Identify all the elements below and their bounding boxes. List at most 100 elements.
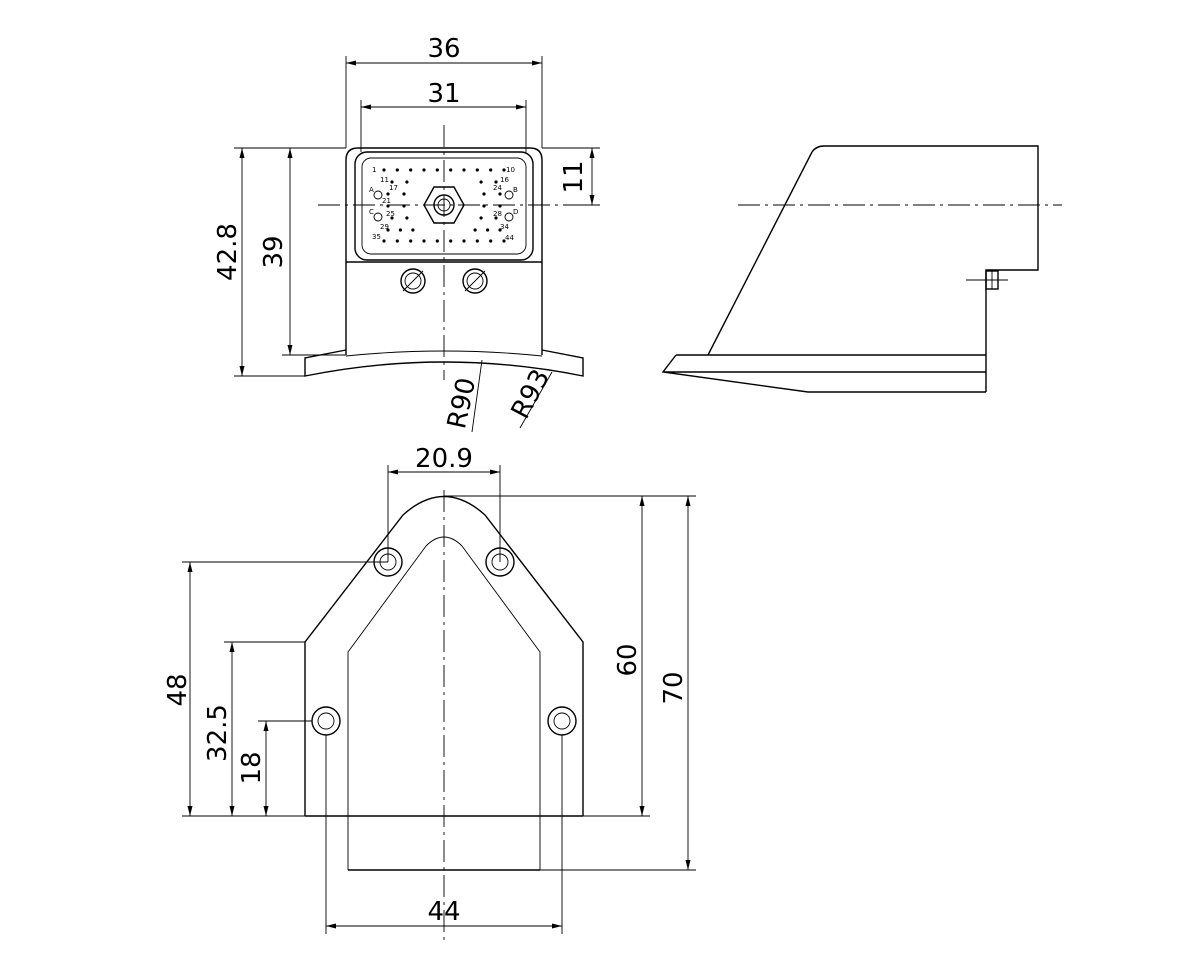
connector-face-inner	[361, 157, 527, 255]
contact-dot	[449, 168, 453, 172]
side-screw-icon	[966, 270, 1008, 290]
contact-dot	[498, 204, 502, 208]
dim-label: 48	[163, 673, 193, 706]
contact-dot	[409, 239, 413, 243]
hex-nut-icon	[423, 186, 465, 224]
contact-dot	[475, 168, 479, 172]
contact-dot	[482, 192, 486, 196]
contact-dot	[449, 239, 453, 243]
contact-dot	[435, 168, 439, 172]
contact-dot	[402, 192, 406, 196]
dim-20-9: 20.9	[387, 444, 501, 562]
contact-dot	[489, 239, 493, 243]
dim-label: R93	[506, 365, 557, 424]
contact-dot	[502, 168, 506, 172]
pin-label: 1	[372, 166, 376, 174]
pin-label: 35	[372, 233, 381, 241]
dim-32-5: 32.5	[203, 641, 305, 816]
mounting-hole-icon	[547, 706, 577, 736]
dim-44: 44	[325, 735, 563, 934]
contact-dot	[462, 168, 466, 172]
pin-label: 34	[500, 223, 509, 231]
contact-dot	[386, 204, 390, 208]
dim-label: 42.8	[213, 223, 243, 281]
contact-dot	[498, 228, 502, 232]
dim-label: 32.5	[203, 704, 233, 762]
contact-dot	[475, 239, 479, 243]
dim-60: 60	[444, 495, 650, 817]
dim-label: 70	[659, 671, 689, 704]
contact-dot	[482, 204, 486, 208]
pin-label: 28	[493, 210, 502, 218]
contact-dot	[486, 228, 490, 232]
contact-dot	[405, 216, 409, 220]
dim-label: R90	[442, 375, 482, 431]
mounting-hole-icon	[311, 706, 341, 736]
pin-label: 21	[382, 197, 391, 205]
dim-label: 39	[259, 235, 289, 268]
contact-dot	[390, 180, 394, 184]
contact-dot	[386, 192, 390, 196]
contact-dot	[382, 168, 386, 172]
guide-pin-b	[504, 190, 514, 200]
guide-pin-c	[373, 212, 383, 222]
pin-label: 11	[380, 176, 389, 184]
contact-dot	[398, 228, 402, 232]
contact-dot	[498, 192, 502, 196]
contact-dot	[435, 239, 439, 243]
contact-dot	[411, 228, 415, 232]
dim-70: 70	[540, 495, 696, 871]
dim-label: 20.9	[415, 444, 473, 474]
dim-label: 18	[237, 751, 267, 784]
guide-pin-a	[373, 190, 383, 200]
contact-array	[382, 168, 506, 243]
contact-dot	[462, 239, 466, 243]
pin-label: A	[369, 186, 374, 194]
pin-label: 44	[505, 234, 514, 242]
contact-dot	[409, 168, 413, 172]
pin-label: 16	[500, 176, 509, 184]
top-view: 20.9 60 70 48	[163, 444, 696, 940]
dim-label: 11	[559, 160, 589, 193]
contact-dot	[382, 239, 386, 243]
contact-dot	[479, 180, 483, 184]
pin-label: B	[513, 186, 518, 194]
pin-label: D	[513, 208, 518, 216]
dim-r93: R93	[506, 365, 557, 429]
contact-dot	[494, 216, 498, 220]
dim-31: 31	[360, 79, 527, 152]
guide-pin-d	[504, 212, 514, 222]
front-housing-outline	[345, 147, 543, 355]
dim-18: 18	[237, 720, 312, 816]
pin-label: 17	[389, 184, 398, 192]
hex-nut-bore	[433, 194, 455, 216]
contact-dot	[402, 204, 406, 208]
dim-label: 31	[427, 79, 460, 109]
contact-dot	[386, 228, 390, 232]
contact-dot	[502, 239, 506, 243]
dim-48: 48	[163, 561, 388, 817]
hex-nut-bore-inner	[437, 198, 451, 212]
side-body-outline	[707, 145, 1039, 392]
dim-36: 36	[345, 34, 543, 148]
contact-dot	[473, 228, 477, 232]
pin-labels: 1 10 11 16 17 24 A B C D 25 28 29 34 35 …	[369, 166, 518, 242]
side-flange	[661, 354, 986, 393]
dim-label: 60	[613, 643, 643, 676]
contact-dot	[395, 168, 399, 172]
screw-right-icon	[462, 268, 488, 294]
side-view	[661, 145, 1062, 393]
pin-label: C	[369, 208, 374, 216]
dim-label: 44	[427, 897, 460, 927]
contact-dot	[395, 239, 399, 243]
pin-label: 29	[380, 223, 389, 231]
contact-dot	[479, 216, 483, 220]
pin-label: 24	[493, 184, 502, 192]
contact-dot	[422, 239, 426, 243]
front-view: 1 10 11 16 17 24 A B C D 25 28 29 34 35 …	[213, 34, 600, 433]
dim-42-8: 42.8	[213, 147, 346, 377]
pin-label: 10	[506, 166, 515, 174]
contact-dot	[494, 180, 498, 184]
contact-dot	[390, 216, 394, 220]
contact-dot	[405, 180, 409, 184]
